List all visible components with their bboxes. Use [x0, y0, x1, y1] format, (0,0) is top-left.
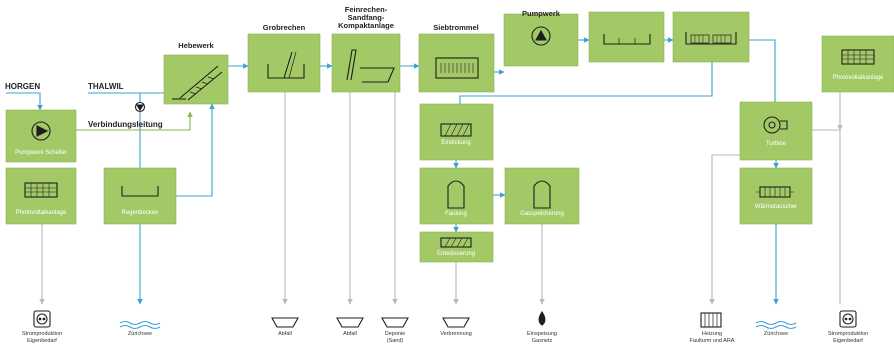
pump-icon	[31, 121, 51, 141]
turbine-icon	[763, 116, 788, 134]
fine-screen-icon	[346, 49, 395, 83]
screw-lift-icon	[172, 65, 223, 101]
box-siebtrommel	[418, 33, 495, 93]
verbindungsleitung-label: Verbindungsleitung	[88, 120, 163, 129]
radiator-icon	[700, 312, 722, 328]
box-grobrechen	[247, 33, 321, 93]
basin2-to-turbine	[749, 39, 778, 125]
basin-icon	[121, 186, 159, 197]
socket-icon	[839, 310, 857, 328]
title-hebewerk: Hebewerk	[178, 41, 214, 50]
solar-panel-icon	[841, 49, 875, 65]
title-pumpwerk: Pumpwerk	[522, 9, 560, 18]
verbindungsleitung-flow	[76, 111, 193, 131]
filter-basin-icon	[685, 32, 737, 45]
output-verbrennung: Verbrennung	[440, 331, 472, 337]
label-eindickung: Eindickung	[441, 140, 471, 146]
label-faulung: Faulung	[445, 211, 467, 217]
socket-icon	[33, 310, 51, 328]
title-siebtrommel: Siebtrommel	[433, 23, 479, 32]
title-feinrechen: Feinrechen- Sandfang- Kompaktanlage	[338, 5, 394, 30]
heat-exchanger-icon	[756, 186, 794, 198]
label-photovoltaik-right: Photovoltaikanlage	[832, 75, 884, 81]
output-zuerichsee-right: Zürichsee	[763, 331, 789, 337]
horgen-flow	[6, 92, 43, 111]
valve-icon	[134, 101, 146, 113]
sludge-return-flow	[457, 62, 713, 125]
box-pumpwerk-schellen	[5, 109, 77, 163]
box-gasspeicherung	[504, 167, 580, 225]
water-icon	[755, 320, 797, 330]
coarse-screen-icon	[267, 51, 305, 79]
output-abfall-2: Abfall	[343, 331, 357, 337]
basin-icon	[603, 34, 651, 45]
label-waermetauscher: Wärmetauscher	[754, 204, 798, 210]
title-grobrechen: Grobrechen	[262, 23, 306, 32]
box-photovoltaik-left	[5, 167, 77, 225]
output-strom-right: Stromproduktion Eigenbedarf	[827, 331, 869, 344]
box-hebewerk	[163, 54, 229, 105]
container-icon	[336, 317, 364, 328]
water-icon	[119, 320, 161, 330]
container-icon	[442, 317, 470, 328]
output-deponie: Deponie (Sand)	[384, 331, 406, 344]
output-abfall-1: Abfall	[278, 331, 292, 337]
heating-output	[709, 154, 740, 305]
source-horgen: HORGEN	[5, 82, 41, 91]
box-turbine	[739, 101, 813, 161]
flame-icon	[538, 311, 546, 326]
pump-icon	[531, 26, 551, 46]
label-pumpwerk-schellen: Pumpwerk Scheller	[15, 150, 67, 156]
box-waermetauscher	[739, 167, 813, 225]
box-basin-2	[672, 11, 750, 63]
box-basin-1	[588, 11, 665, 63]
label-regenbecken: Regenbecken	[121, 210, 159, 216]
box-eindickung	[419, 103, 494, 161]
process-boxes	[5, 11, 894, 263]
container-icon	[271, 317, 299, 328]
box-feinrechen	[331, 33, 401, 93]
digester-icon	[447, 180, 465, 209]
gas-tank-icon	[533, 180, 551, 209]
regenbecken-return-flow	[176, 103, 215, 197]
strom-output	[812, 92, 840, 304]
solar-panel-icon	[24, 182, 58, 198]
output-heizung: Heizung Faulturm und ARA	[689, 331, 735, 344]
label-turbine: Turbine	[765, 141, 787, 147]
thickener-icon	[440, 123, 472, 137]
output-gasnetz: Einspeisung Gasnetz	[527, 331, 557, 344]
dewatering-icon	[440, 237, 472, 248]
label-entwaesserung: Entwässerung	[436, 251, 476, 257]
box-faulung	[419, 167, 494, 225]
source-thalwil: THALWIL	[88, 82, 124, 91]
label-photovoltaik-left: Photovoltaikanlage	[15, 210, 67, 216]
label-gasspeicherung: Gasspeicherung	[520, 211, 564, 217]
output-zuerichsee-left: Zürichsee	[127, 331, 153, 337]
container-icon	[381, 317, 409, 328]
output-strom-left: Stromproduktion Eigenbedarf	[21, 331, 63, 344]
drum-screen-icon	[435, 57, 479, 79]
